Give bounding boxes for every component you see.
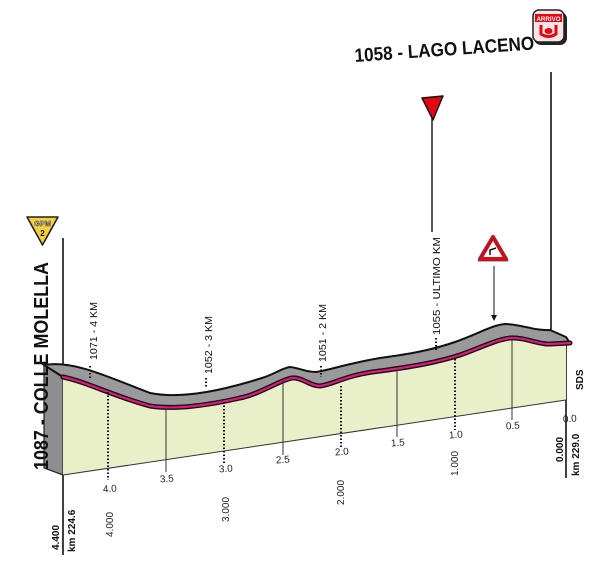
finish-title: 1058 - LAGO LACENO bbox=[354, 33, 535, 67]
terrain-area bbox=[63, 337, 566, 475]
sds-label: SDS bbox=[575, 369, 586, 390]
tick-label-1-0: 1.0 bbox=[449, 430, 464, 442]
tick-label-0-5: 0.5 bbox=[506, 421, 521, 433]
bend-arrow-head bbox=[491, 315, 497, 321]
gpm-climb-icon: GPM 2 bbox=[26, 216, 59, 246]
start-distance: 4.400 bbox=[51, 525, 62, 550]
marker-label-3km: 1052 - 3 KM bbox=[204, 316, 215, 374]
tick-label-2-0: 2.0 bbox=[335, 447, 350, 459]
arrivo-finish-icon: ARRIVO bbox=[532, 9, 567, 45]
tick-label-3-0: 3.0 bbox=[219, 464, 234, 476]
distance-label-3000: 3.000 bbox=[221, 497, 232, 522]
arrivo-label: ARRIVO bbox=[536, 16, 560, 23]
marker-label-4km: 1071 - 4 KM bbox=[89, 302, 100, 360]
dangerous-bend-sign-icon bbox=[478, 235, 508, 261]
distance-label-4000: 4.000 bbox=[105, 512, 116, 537]
distance-label-2000: 2.000 bbox=[336, 480, 347, 505]
bend-glyph bbox=[489, 247, 497, 255]
tick-label-0-0: 0.0 bbox=[563, 414, 578, 426]
last-km-flag-icon bbox=[421, 95, 444, 121]
marker-label-last-km: 1055 - ULTIMO KM bbox=[432, 237, 443, 335]
gpm-category: 2 bbox=[40, 229, 45, 238]
start-km: km 224.6 bbox=[67, 509, 78, 552]
finish-km: km 229.0 bbox=[571, 433, 582, 476]
distance-label-1000: 1.000 bbox=[450, 451, 461, 476]
tick-label-1-5: 1.5 bbox=[391, 438, 406, 450]
road-line-pink bbox=[61, 336, 572, 409]
tick-label-4-0: 4.0 bbox=[103, 484, 118, 496]
profile-floor bbox=[62, 399, 567, 476]
gpm-label: GPM bbox=[34, 219, 51, 228]
tick-label-2-5: 2.5 bbox=[276, 455, 291, 467]
finish-distance: 0.000 bbox=[555, 437, 566, 462]
start-title: 1087 - COLLE MOLELLA bbox=[31, 262, 53, 470]
marker-label-2km: 1051 - 2 KM bbox=[318, 304, 329, 362]
tick-label-3-5: 3.5 bbox=[160, 474, 175, 486]
